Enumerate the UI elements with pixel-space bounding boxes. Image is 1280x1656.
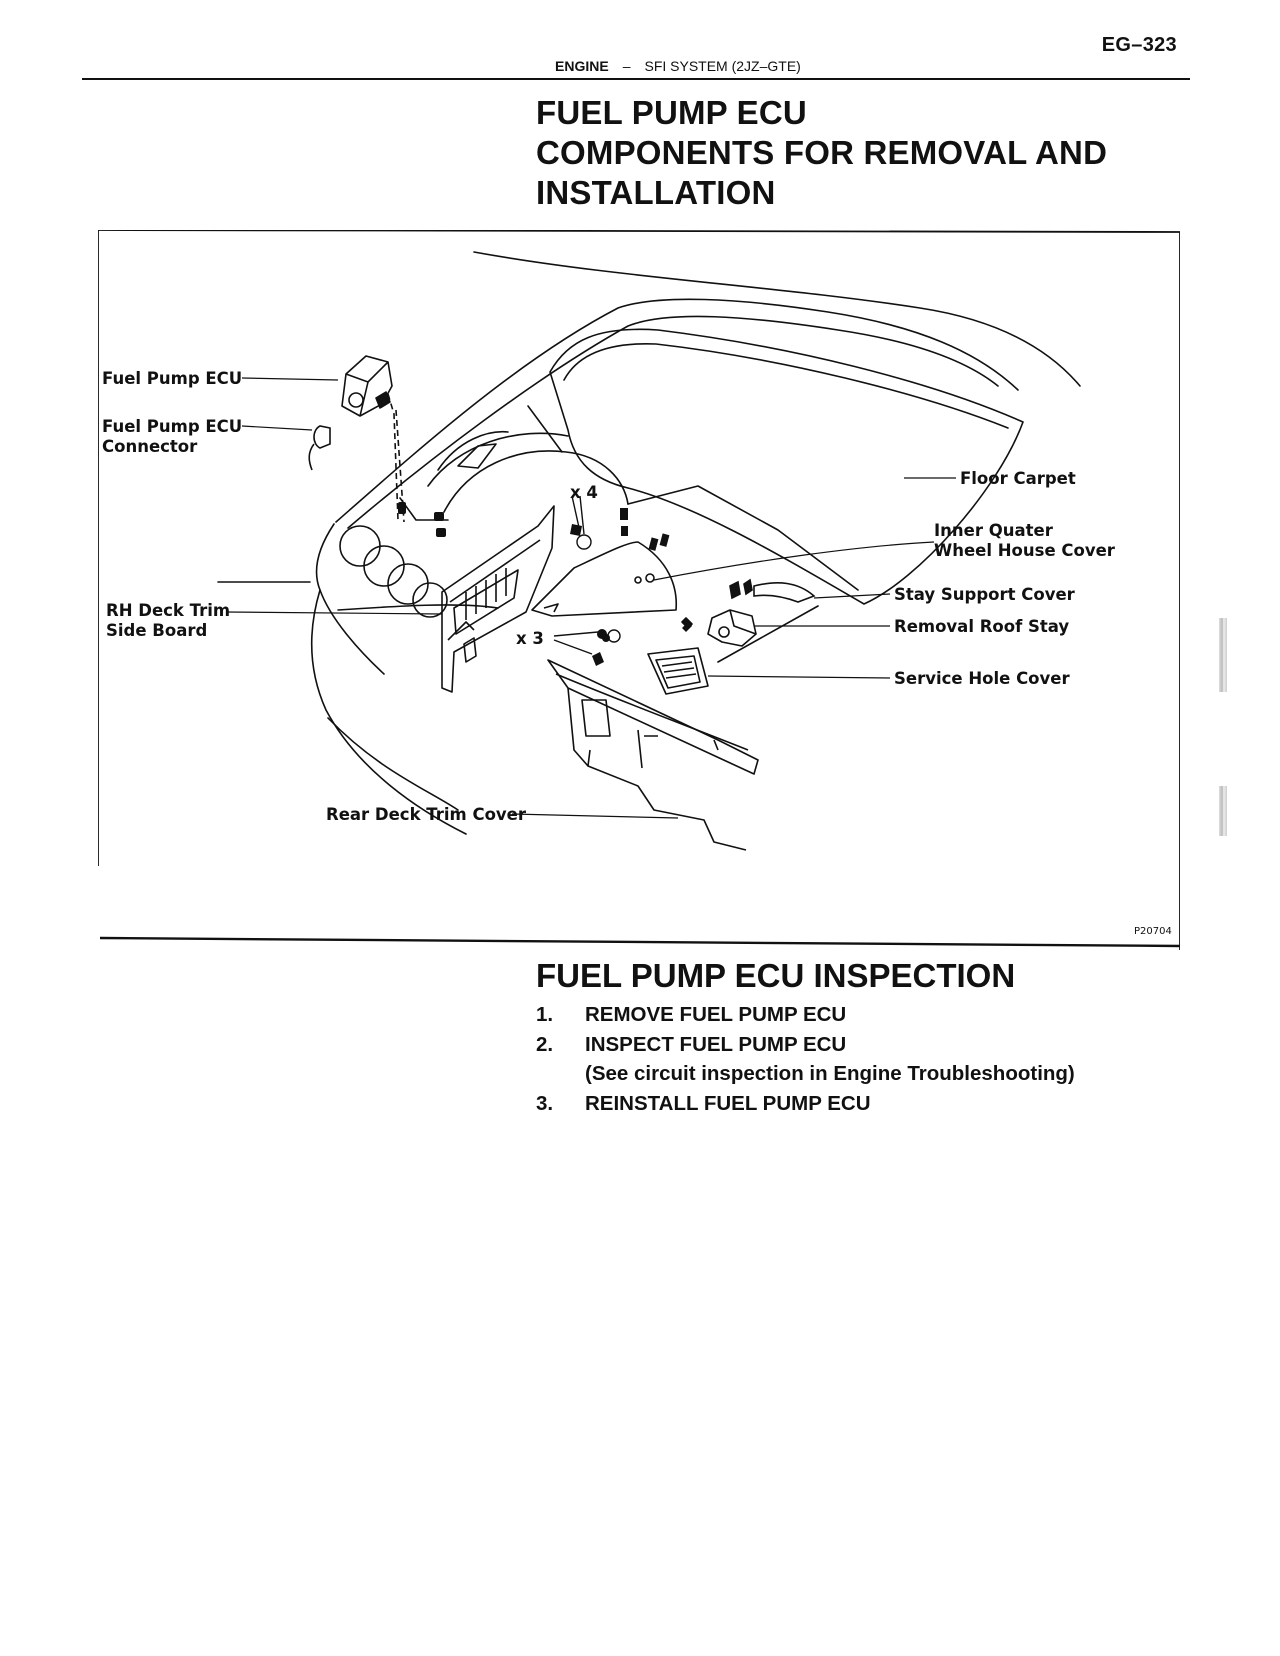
label-qty-x4: x 4 (570, 483, 598, 502)
step-number: 2. (536, 1032, 554, 1056)
rh-deck-trim-side-board-part (441, 505, 555, 693)
removal-roof-stay-part (681, 609, 757, 647)
step-item: 3. REINSTALL FUEL PUMP ECU (536, 1089, 1075, 1119)
exploded-view-drawing: Fuel Pump ECU Fuel Pump ECU Connector RH… (98, 230, 1180, 950)
inspection-section-title: FUEL PUMP ECU INSPECTION (536, 957, 1016, 994)
page-number: EG–323 (1101, 34, 1177, 56)
header-rule (82, 78, 1190, 80)
fuel-pump-ecu-connector-part (308, 425, 331, 471)
step-item: 2. INSPECT FUEL PUMP ECU (See circuit in… (536, 1030, 1075, 1089)
title-line: COMPONENTS FOR REMOVAL AND (536, 134, 1108, 171)
leader-lines (225, 377, 956, 819)
stay-support-cover-part (729, 578, 816, 603)
label-service-hole-cover: Service Hole Cover (894, 669, 1070, 688)
scan-edge-mark (1219, 618, 1227, 692)
figure-frame (98, 230, 1180, 950)
components-diagram: Fuel Pump ECU Fuel Pump ECU Connector RH… (98, 230, 1180, 950)
label-rh-deck-trim-line2: Side Board (106, 621, 207, 640)
bolts-x4 (570, 508, 670, 551)
title-line: INSTALLATION (536, 174, 776, 211)
running-head-section: ENGINE (555, 58, 609, 74)
components-section-title: FUEL PUMP ECU COMPONENTS FOR REMOVAL AND… (536, 93, 1107, 213)
rear-deck-trim-cover-part (547, 659, 759, 851)
clips (398, 502, 446, 537)
step-text: REINSTALL FUEL PUMP ECU (585, 1091, 871, 1115)
vehicle-body-lines (217, 251, 1081, 835)
label-stay-support-cover: Stay Support Cover (894, 585, 1076, 604)
label-floor-carpet: Floor Carpet (960, 469, 1076, 488)
label-qty-x3: x 3 (516, 629, 544, 648)
label-rear-deck-trim-cover: Rear Deck Trim Cover (326, 805, 527, 824)
step-number: 1. (536, 1003, 554, 1026)
figure-code: P20704 (1134, 926, 1172, 937)
bolts-x3-outline (553, 629, 621, 655)
label-removal-roof-stay: Removal Roof Stay (894, 617, 1069, 636)
title-line: FUEL PUMP ECU (536, 94, 807, 131)
label-inner-quater-line1: Inner Quater (934, 521, 1054, 540)
bolts-x3 (592, 622, 692, 666)
step-number: 3. (536, 1091, 554, 1115)
step-text: REMOVE FUEL PUMP ECU (585, 1003, 847, 1026)
step-note: (See circuit inspection in Engine Troubl… (585, 1062, 1075, 1085)
running-head-subsection: SFI SYSTEM (2JZ–GTE) (644, 58, 801, 74)
running-head-separator: – (622, 58, 631, 74)
step-text: INSPECT FUEL PUMP ECU (585, 1032, 847, 1056)
inspection-steps: 1. REMOVE FUEL PUMP ECU 2. INSPECT FUEL … (536, 1000, 1075, 1118)
label-fuel-pump-ecu: Fuel Pump ECU (102, 369, 242, 388)
service-hole-cover-part (647, 647, 709, 695)
bolts-x4-outline (571, 495, 592, 550)
running-head: ENGINE–SFI SYSTEM (2JZ–GTE) (555, 58, 801, 74)
label-fuel-pump-ecu-connector-line2: Connector (102, 437, 198, 456)
fuel-pump-ecu-part (341, 355, 405, 523)
inner-quater-wheel-house-cover-part (531, 541, 678, 617)
scan-edge-mark (1219, 786, 1227, 836)
step-item: 1. REMOVE FUEL PUMP ECU (536, 1000, 1075, 1030)
label-inner-quater-line2: Wheel House Cover (934, 541, 1116, 560)
label-rh-deck-trim-line1: RH Deck Trim (106, 601, 230, 620)
label-fuel-pump-ecu-connector-line1: Fuel Pump ECU (102, 417, 242, 436)
